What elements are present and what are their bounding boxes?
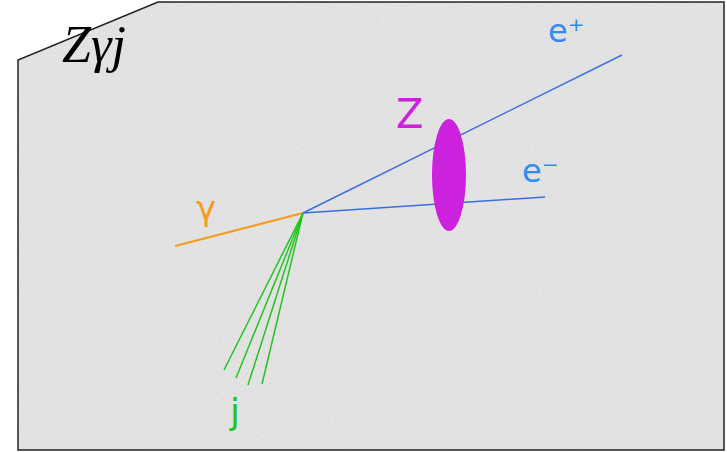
detector-panel: [18, 2, 724, 450]
electron-label: e⁻: [522, 154, 559, 189]
z-label: Z: [396, 92, 423, 136]
title: Zγj: [62, 16, 126, 73]
positron-label: e⁺: [548, 14, 585, 49]
z-boson-ellipse: [432, 119, 466, 231]
panel-border: [18, 2, 724, 450]
jet-tracks: [224, 213, 303, 385]
panel-texture: [18, 2, 724, 450]
photon-label: γ: [196, 190, 216, 227]
electron-track: [303, 197, 545, 213]
jet-label: j: [230, 392, 240, 432]
photon-track: [175, 213, 303, 246]
